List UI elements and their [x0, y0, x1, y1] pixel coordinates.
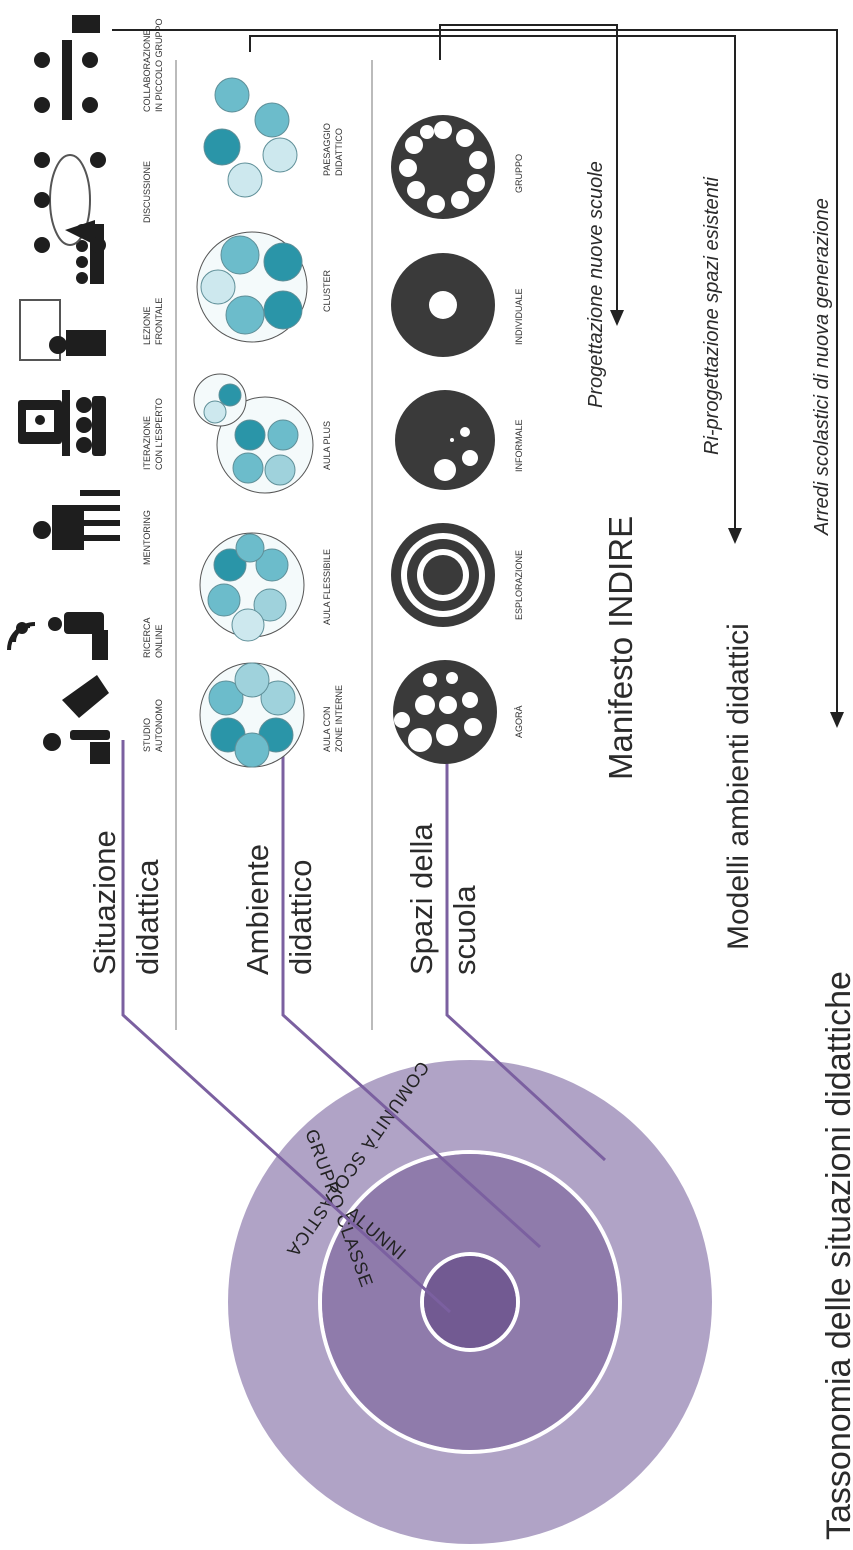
- space-label-0: AGORÀ: [514, 705, 524, 738]
- label-spazi-2: scuola: [447, 885, 482, 975]
- output-progettazione: Progettazione nuove scuole: [585, 161, 607, 408]
- space-label-4: GRUPPO: [514, 154, 524, 193]
- label-situazione-2: didattica: [130, 859, 165, 975]
- environment-label-0-l2: ZONE INTERNE: [334, 685, 344, 752]
- situation-labels: STUDIO AUTONOMO RICERCA ONLINE MENTORING…: [142, 18, 164, 752]
- separators: [175, 60, 373, 1030]
- space-labels: AGORÀ ESPLORAZIONE INFORMALE INDIVIDUALE…: [514, 154, 524, 738]
- output-manifesto: Manifesto INDIRE: [602, 516, 639, 780]
- ring-group: [228, 1060, 712, 1544]
- environment-labels: AULA CON ZONE INTERNE AULA FLESSIBILE AU…: [322, 123, 344, 752]
- situation-label-1-l2: ONLINE: [154, 624, 164, 658]
- environment-label-1-l1: AULA FLESSIBILE: [322, 549, 332, 625]
- informale-diagram: [395, 390, 495, 490]
- environment-label-3-l1: CLUSTER: [322, 269, 332, 312]
- label-spazi-1: Spazi della: [404, 823, 439, 975]
- agora-diagram: [393, 660, 497, 764]
- situation-label-4-l2: FRONTALE: [154, 298, 164, 345]
- space-label-1: ESPLORAZIONE: [514, 550, 524, 620]
- discussione-icon: [34, 152, 106, 253]
- output-arredi: Arredi scolastici di nuova generazione: [811, 198, 833, 536]
- space-label-2: INFORMALE: [514, 419, 524, 472]
- situation-label-3-l1: ITERAZIONE: [142, 416, 152, 470]
- situation-label-4-l1: LEZIONE: [142, 306, 152, 345]
- individuale-diagram: [391, 253, 495, 357]
- space-label-3: INDIVIDUALE: [514, 288, 524, 345]
- output-labels: Progettazione nuove scuole Manifesto IND…: [585, 161, 853, 1540]
- situation-label-1-l1: RICERCA: [142, 617, 152, 658]
- situation-label-6-l2: IN PICCOLO GRUPPO: [154, 18, 164, 112]
- inner-ring: [424, 1256, 516, 1348]
- situation-label-5-l1: DISCUSSIONE: [142, 161, 152, 223]
- output-arrows: [112, 24, 838, 715]
- aula-flessibile-diagram: [199, 532, 305, 642]
- aula-plus-diagram: [193, 373, 314, 494]
- cluster-diagram: [196, 231, 308, 343]
- label-situazione-1: Situazione: [87, 830, 122, 975]
- esplorazione-diagram: [391, 523, 495, 627]
- output-tassonomia: Tassonomia delle situazioni didattiche: [820, 971, 853, 1540]
- level-labels: Situazione didattica Ambiente didattico …: [87, 823, 482, 975]
- environment-diagrams: [193, 77, 314, 768]
- label-ambiente-1: Ambiente: [240, 844, 275, 975]
- output-riprogettazione: Ri-progettazione spazi esistenti: [701, 177, 723, 455]
- arrow-heads: [610, 310, 844, 728]
- situation-label-2-l1: MENTORING: [142, 510, 152, 565]
- paesaggio-diagram: [203, 77, 298, 198]
- studio-autonomo-icon: [43, 675, 110, 764]
- situation-label-6-l1: COLLABORAZIONE: [142, 29, 152, 112]
- environment-label-0-l1: AULA CON: [322, 706, 332, 752]
- iterazione-icon: [18, 390, 106, 456]
- gruppo-diagram: [391, 115, 495, 219]
- environment-label-4-l1: PAESAGGIO: [322, 123, 332, 176]
- situation-icons: [7, 15, 120, 764]
- level-connectors: [121, 735, 607, 1314]
- collaborazione-icon: [34, 15, 100, 120]
- output-modelli: Modelli ambienti didattici: [722, 623, 755, 950]
- label-ambiente-2: didattico: [283, 860, 318, 975]
- environment-label-2-l1: AULA PLUS: [322, 421, 332, 470]
- ricerca-online-icon: [7, 612, 108, 660]
- situation-label-0-l2: AUTONOMO: [154, 699, 164, 752]
- aula-zone-interne-diagram: [199, 662, 305, 768]
- situation-label-0-l1: STUDIO: [142, 718, 152, 752]
- space-diagrams: [391, 115, 497, 764]
- situation-label-3-l2: CON L'ESPERTO: [154, 398, 164, 470]
- environment-label-4-l2: DIDATTICO: [334, 128, 344, 176]
- mentoring-icon: [33, 490, 120, 550]
